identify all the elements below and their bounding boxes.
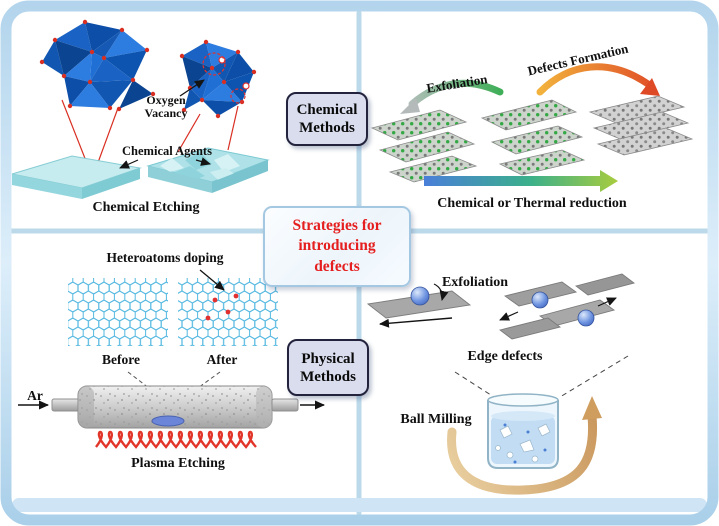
physical-methods-box: Physical Methods <box>287 339 369 396</box>
milled-particles-icon <box>495 423 551 464</box>
graphene-sheets-functionalized-icon <box>480 99 586 176</box>
gold-cycle-arrow-icon <box>447 396 602 495</box>
exfoliation-arrow-icon <box>400 79 504 114</box>
honeycomb-before-icon <box>68 278 168 346</box>
plasma-tube-icon <box>18 385 325 429</box>
edge-defects-caption: Edge defects <box>467 349 543 364</box>
figure-title: Strategies for introducing defects <box>292 217 382 275</box>
center-title-box: Strategies for introducing defects <box>263 206 411 287</box>
reduction-caption: Chemical or Thermal reduction <box>437 196 627 211</box>
heteroatoms-arrow <box>199 269 225 291</box>
oxygen-vacancy-arrow <box>179 79 205 97</box>
chemical-agents-label: Chemical Agents <box>122 144 212 158</box>
vacancy-dashed-circle-small <box>230 88 246 104</box>
chemical-agents-arrows <box>119 157 211 169</box>
sample-boat-icon <box>151 415 185 427</box>
chemical-etching-caption: Chemical Etching <box>92 200 200 215</box>
ball-milling-caption: Ball Milling <box>400 412 472 427</box>
chemical-methods-box: Chemical Methods <box>286 92 368 146</box>
defects-formation-arrow-icon <box>536 63 660 96</box>
heating-coil-icon <box>95 430 257 449</box>
crystal-structure-icon <box>39 19 156 112</box>
chemical-methods-label: Chemical Methods <box>296 102 358 136</box>
smooth-substrate-icon <box>11 155 142 199</box>
reduction-gradient-arrow-icon <box>424 170 618 192</box>
after-label: After <box>206 352 238 367</box>
oxygen-vacancy-label: Oxygen Vacancy <box>144 93 188 121</box>
milled-sheets-icon <box>498 273 636 340</box>
beaker-callout-lines <box>454 355 629 398</box>
graphene-sheets-reduced-icon <box>588 95 694 156</box>
etch-callout-lines <box>61 99 239 176</box>
honeycomb-after-icon <box>178 278 278 346</box>
argon-gas-label: Ar <box>27 388 43 403</box>
heteroatoms-doping-label: Heteroatoms doping <box>106 250 224 265</box>
rolling-sheet-icon <box>366 283 472 328</box>
vacancy-dashed-circle <box>202 52 226 76</box>
before-label: Before <box>102 352 140 367</box>
frame-bottom-band <box>12 498 707 512</box>
plasma-etching-caption: Plasma Etching <box>131 456 225 471</box>
beaker-icon <box>487 393 559 469</box>
crystal-with-vacancy-icon <box>179 39 257 119</box>
physical-methods-label: Physical Methods <box>300 350 356 385</box>
graphene-sheets-exfoliated-icon <box>370 109 478 183</box>
exfoliation-br-label: Exfoliation <box>441 275 509 290</box>
